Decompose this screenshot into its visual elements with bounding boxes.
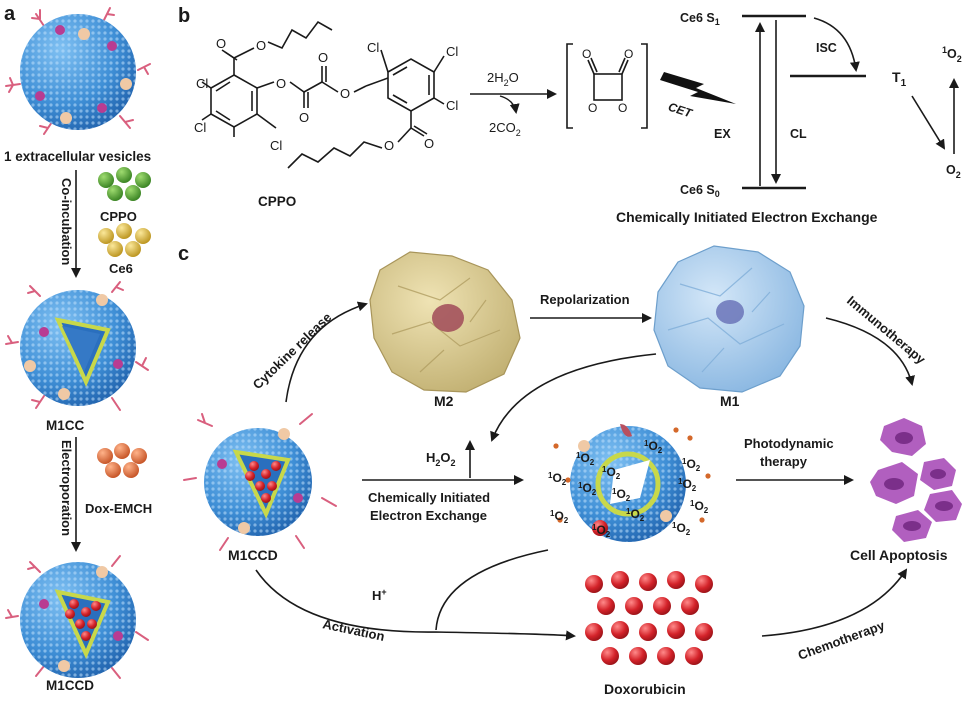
m1ccd-panel-c-label: M1CCD [228,547,278,563]
svg-text:1O2: 1O2 [602,465,621,481]
cet-lightning-icon [660,72,736,104]
chemotherapy-label: Chemotherapy [796,617,887,662]
svg-text:1O2: 1O2 [592,523,611,539]
o-label: O [582,47,591,61]
singlet-oxygen-label: 1O2 [942,45,962,64]
chemical-exchange-label-line1: Chemically Initiated [368,490,490,505]
m1-label: M1 [720,393,740,409]
o-label: O [618,101,627,115]
activation-arrow [255,569,576,641]
m1ccd-panel-c-illustration [183,413,337,551]
svg-text:1O2: 1O2 [550,509,569,525]
cell-apoptosis-label: Cell Apoptosis [850,547,948,563]
m1-feedback-arrow [490,353,657,442]
coincubation-label: Co-incubation [59,178,74,265]
cl-label: Cl [446,98,458,113]
energy-transfer-arrow [911,95,946,150]
ground-oxygen-label: O2 [946,163,961,180]
doxorubicin-particles [585,571,713,665]
cytokine-release-label: Cytokine release [250,310,335,393]
o-label: O [384,138,394,153]
dioxetanedione-intermediate [566,43,648,129]
panel-b-label: b [178,5,190,27]
cl-label: Cl [367,40,379,55]
cl-process-label: CL [790,127,807,141]
electroporation-label: Electroporation [59,440,74,536]
svg-text:1O2: 1O2 [612,487,631,503]
vesicle-illustration [5,7,151,135]
svg-text:1O2: 1O2 [576,451,595,467]
svg-text:1O2: 1O2 [690,499,709,515]
cppo-particles [98,167,151,201]
h2o2-reactant-label: 2H2O [487,70,519,88]
o-label: O [588,101,597,115]
o-label: O [216,36,226,51]
activation-branch-line [435,549,549,631]
cytokine-release-arrow [285,301,368,403]
panel-a-label: a [4,3,16,25]
cet-label: CET [666,100,695,121]
immunotherapy-arrow [825,317,915,386]
ex-label: EX [714,127,731,141]
m2-label: M2 [434,393,454,409]
doxorubicin-label: Doxorubicin [604,681,686,697]
cppo-structure [201,20,445,169]
isc-arrow [813,17,860,72]
apoptotic-cells-illustration [870,418,962,542]
m1ccd-panel-a-label: M1CCD [46,678,94,693]
h-plus-label: H+ [372,587,387,603]
t1-label: T1 [892,69,907,89]
svg-text:1O2: 1O2 [548,471,567,487]
activated-m1ccd-illustration [553,424,711,542]
s1-label: Ce6 S1 [680,11,720,27]
cl-label: Cl [446,44,458,59]
cppo-structure-label: CPPO [258,194,296,209]
dox-emch-label: Dox-EMCH [85,501,152,516]
m2-macrophage-illustration [369,251,521,393]
immunotherapy-label: Immunotherapy [844,293,929,368]
o-label: O [256,38,266,53]
svg-text:1O2: 1O2 [626,507,645,523]
cppo-reagent-label: CPPO [100,209,137,224]
cl-label: Cl [270,138,282,153]
vesicle-label: 1 extracellular vesicles [4,149,151,164]
svg-text:1O2: 1O2 [578,481,597,497]
m1cc-illustration [5,281,149,411]
s0-label: Ce6 S0 [680,183,720,199]
m1ccd-panel-a-illustration [5,555,149,679]
cl-label: Cl [196,76,208,91]
m1-macrophage-illustration [653,245,805,393]
svg-text:1O2: 1O2 [672,521,691,537]
panel-c-label: c [178,243,189,265]
ce6-reagent-label: Ce6 [109,261,133,276]
o-label: O [318,50,328,65]
chemotherapy-arrow [761,568,908,637]
co2-release-arrow [499,95,520,114]
o-label: O [299,110,309,125]
svg-text:1O2: 1O2 [678,477,697,493]
chemical-exchange-label-line2: Electron Exchange [370,508,487,523]
isc-label: ISC [816,41,837,55]
panel-b-caption: Chemically Initiated Electron Exchange [616,209,878,225]
pdt-label-line1: Photodynamic [744,436,834,451]
pdt-label-line2: therapy [760,454,808,469]
m1cc-label: M1CC [46,418,85,433]
svg-text:1O2: 1O2 [682,457,701,473]
jablonski-diagram [742,14,959,190]
singlet-oxygen-labels: 1O2 1O2 1O2 1O2 1O2 1O2 1O2 1O2 1O2 1O2 … [548,439,709,539]
o-label: O [276,76,286,91]
o-label: O [340,86,350,101]
cl-label: Cl [194,120,206,135]
activation-label: Activation [321,616,386,644]
o-label: O [624,47,633,61]
co2-product-label: 2CO2 [489,120,521,138]
ce6-particles [98,223,151,257]
svg-text:1O2: 1O2 [644,439,663,455]
repolarization-label: Repolarization [540,292,630,307]
h2o2-label: H2O2 [426,450,456,468]
o-label: O [424,136,434,151]
dox-emch-particles [97,443,147,478]
